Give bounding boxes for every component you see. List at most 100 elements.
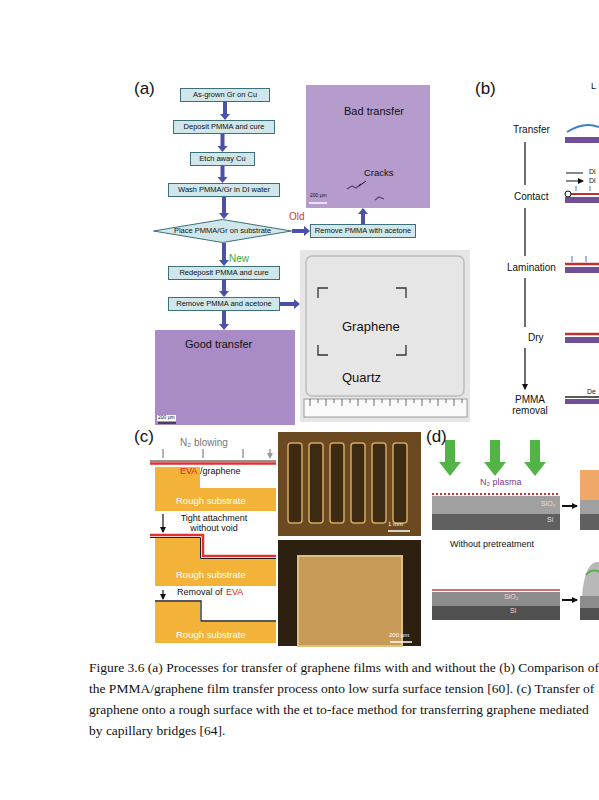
annotation-text: De <box>587 388 596 396</box>
process-box: Redeposit PMMA and cure <box>168 266 280 280</box>
force-arrow <box>576 186 590 191</box>
photo-panel: Good transfer 200 μm <box>155 330 295 425</box>
flow-arrow <box>218 166 228 183</box>
droplet-shape <box>580 470 599 500</box>
photo-panel: GrapheneQuartz <box>300 250 470 422</box>
annotation-text: Transfer <box>513 124 550 135</box>
annotation-text: Rough substrate <box>176 570 246 580</box>
annotation-text: SiO₂ <box>504 593 518 601</box>
film-curve <box>567 125 599 132</box>
flow-arrow <box>220 102 230 120</box>
arrow-head <box>219 260 229 266</box>
edge-label: Old <box>289 211 305 222</box>
film-line <box>565 333 599 336</box>
graphene-line <box>432 589 560 591</box>
micro-window <box>309 443 323 523</box>
step-arrow <box>162 590 163 599</box>
process-arrow <box>562 599 577 601</box>
process-box: Wash PMMA/Gr in DI water <box>168 183 280 197</box>
silicon-layer <box>580 608 599 620</box>
droplet-shape <box>582 562 599 596</box>
oxide-layer <box>432 592 560 606</box>
arrow-shaft <box>221 134 225 146</box>
rough-substrate <box>155 467 276 511</box>
arrow-shaft <box>222 197 226 213</box>
process-text: Etch away Cu <box>199 155 245 163</box>
silicon-layer <box>432 514 560 530</box>
annotation-text: 200 μm <box>389 632 409 639</box>
substrate-bar <box>565 337 599 343</box>
arrow-head <box>219 213 229 219</box>
photo-label: Bad transfer <box>344 105 404 117</box>
arrow-shaft <box>221 166 225 177</box>
arrow-head <box>220 114 230 120</box>
scale-bar <box>388 530 410 532</box>
flow-arrow <box>219 243 229 266</box>
ruler-ticks <box>310 399 462 406</box>
process-text: Remove PMMA and acetone <box>176 300 271 308</box>
quartz-plate <box>306 256 464 396</box>
annotation-text: N₂ blowing <box>180 437 228 448</box>
rough-substrate <box>155 602 276 643</box>
arrow-head <box>219 324 229 330</box>
annotation-text: Si <box>510 607 516 615</box>
annotation-text: N₂ plasma <box>480 478 522 488</box>
step-arrow <box>162 514 163 532</box>
annotation-text: Dry <box>528 332 544 343</box>
micro-window <box>393 443 407 523</box>
micrograph <box>278 540 421 646</box>
panel-letter: (b) <box>475 80 496 99</box>
pointer-line <box>359 181 366 186</box>
direction-arrow <box>566 173 583 181</box>
crack <box>375 197 384 200</box>
process-text: Redeposit PMMA and cure <box>179 269 268 277</box>
scale-bar <box>158 422 176 423</box>
oxide-layer <box>432 496 560 514</box>
process-box: As-grown Gr on Cu <box>180 88 270 102</box>
substrate-bar <box>565 399 599 404</box>
annotation-text: Rough substrate <box>176 496 246 506</box>
graphene-line <box>565 396 599 398</box>
annotation-text: Si <box>547 516 553 524</box>
arrow-head <box>294 299 300 309</box>
oxide-layer <box>580 596 599 608</box>
arrow-head <box>304 226 310 236</box>
arrow-head <box>219 291 229 297</box>
flow-arrow <box>219 197 229 219</box>
arrow-shaft <box>292 229 304 233</box>
flow-arrow <box>219 280 229 297</box>
substrate-bar <box>565 197 599 203</box>
photo-label: 200 μm <box>157 415 176 421</box>
graphene-line <box>150 538 276 559</box>
annotation-text: EVA <box>180 467 197 477</box>
photo-label: Good transfer <box>185 338 252 350</box>
process-text: As-grown Gr on Cu <box>193 91 257 99</box>
micro-window <box>288 443 302 523</box>
panel-letter: (d) <box>426 428 447 447</box>
eva-film <box>150 462 276 465</box>
force-arrow <box>572 256 586 262</box>
scale-bar <box>309 202 327 204</box>
process-text: Wash PMMA/Gr in DI water <box>178 186 270 194</box>
arrow-shaft <box>222 280 226 291</box>
graphene-line <box>155 601 276 621</box>
annotation-text: Tight attachment without void <box>170 514 258 534</box>
process-text: Deposit PMMA and cure <box>184 123 265 131</box>
arrow-head <box>218 146 228 152</box>
graphene-line <box>150 461 276 462</box>
flow-arrow <box>219 311 229 330</box>
flow-arrow <box>292 226 310 236</box>
substrate-bar <box>565 137 599 143</box>
ruler <box>304 399 467 417</box>
micro-window <box>372 443 386 523</box>
process-arrow <box>562 505 577 507</box>
corner-bracket <box>318 288 406 355</box>
annotation-text: Di <box>589 168 596 176</box>
arrow-head <box>218 177 228 183</box>
process-text: Remove PMMA with acetone <box>315 227 411 235</box>
edge-label: New <box>229 253 249 264</box>
process-box: Etch away Cu <box>190 152 255 166</box>
annotation-text: Removal of <box>177 588 223 598</box>
annotation-text: Rough substrate <box>176 630 246 640</box>
